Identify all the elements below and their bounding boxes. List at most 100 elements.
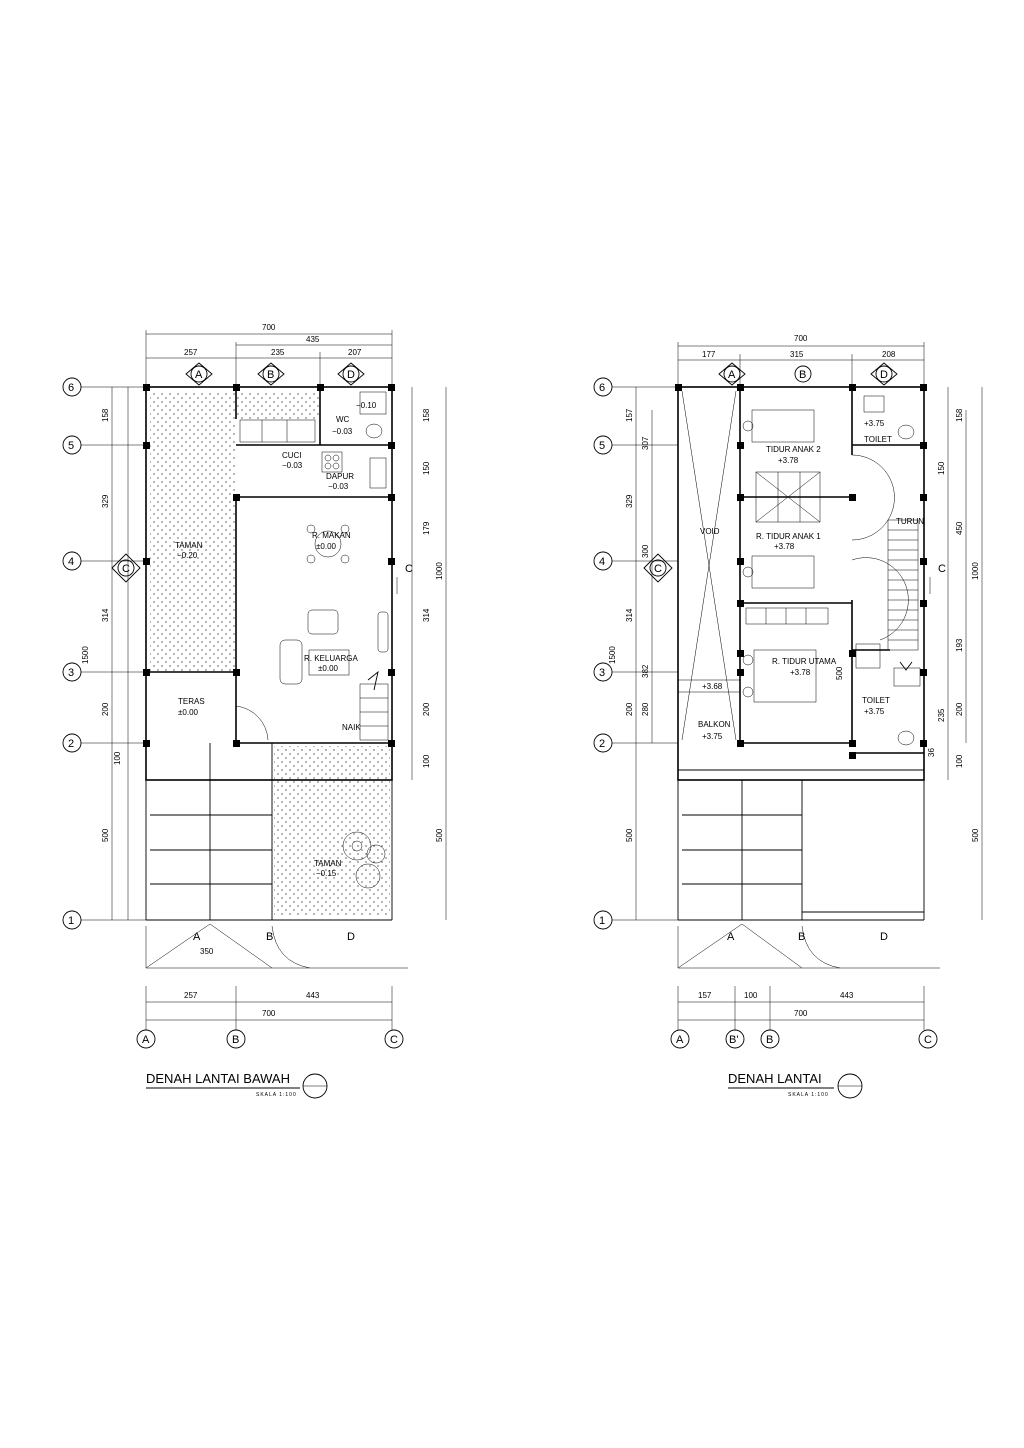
bottom-section-labels: A B D 350 <box>145 923 408 969</box>
udim-500: 500 <box>835 666 844 680</box>
furniture <box>235 391 389 889</box>
rdim-1000: 1000 <box>435 562 444 580</box>
section-markers-upper: C C <box>643 553 946 594</box>
lower-B: B <box>266 931 273 943</box>
ulower-A: A <box>727 931 735 943</box>
ulower-B: B <box>798 931 805 943</box>
ubdim-443: 443 <box>840 991 854 1000</box>
bottom-dimensions-upper: 157 100 443 700 A B' B C <box>670 986 938 1049</box>
label-teras: TERAS <box>178 697 205 706</box>
urdim-235: 235 <box>937 708 946 722</box>
bubble-upper-A: A <box>728 369 736 381</box>
urdim-100: 100 <box>955 754 964 768</box>
level-cuci: −0.03 <box>282 461 303 470</box>
uldim-300: 300 <box>641 544 650 558</box>
rdim-500: 500 <box>435 828 444 842</box>
walls-upper <box>677 386 925 921</box>
title-block-ground: DENAH LANTAI BAWAH SKALA 1:100 <box>146 1071 328 1099</box>
bubble-upper-B: B <box>799 369 806 381</box>
columns-upper <box>675 384 927 759</box>
urdim-158: 158 <box>955 408 964 422</box>
room-labels-upper: TOILET +3.75 TIDUR ANAK 2 +3.78 R. TIDUR… <box>698 419 924 741</box>
row-4: 4 <box>68 556 74 568</box>
urow-4: 4 <box>599 556 605 568</box>
dim-350: 350 <box>200 947 214 956</box>
bubble-D: D <box>347 369 355 381</box>
ucol-A: A <box>676 1034 684 1046</box>
ulevel-balkon: +3.75 <box>702 732 723 741</box>
section-markers: C C <box>111 553 413 594</box>
row-6: 6 <box>68 382 74 394</box>
usection-c-right: C <box>938 563 946 575</box>
row-2: 2 <box>68 738 74 750</box>
taman-front-hatch <box>274 746 390 916</box>
urow-1: 1 <box>599 915 605 927</box>
uldim-329: 329 <box>625 494 634 508</box>
plan-ground-floor: 700 435 257 235 207 A B D 6 5 <box>62 323 447 1099</box>
bottom-dimensions: 257 443 700 A B C <box>136 986 404 1049</box>
level-wc: −0.10 <box>356 401 377 410</box>
rdim-200: 200 <box>422 702 431 716</box>
uldim-280: 280 <box>641 702 650 716</box>
bottom-section-labels-upper: A B D <box>677 923 940 969</box>
ulabel-toilet-2: TOILET <box>862 696 890 705</box>
ldim-314: 314 <box>101 608 110 622</box>
label-taman: TAMAN <box>175 541 203 550</box>
label-naik: NAIK <box>342 723 361 732</box>
dim-seg-2: 235 <box>271 348 285 357</box>
level-teras: ±0.00 <box>178 708 199 717</box>
plan-scale: SKALA 1:100 <box>256 1092 297 1098</box>
top-dimensions: 700 435 257 235 207 <box>145 323 393 390</box>
uldim-200: 200 <box>625 702 634 716</box>
row-1: 1 <box>68 915 74 927</box>
uplan-scale: SKALA 1:100 <box>788 1092 829 1098</box>
ldim-158: 158 <box>101 408 110 422</box>
level-taman: −0.20 <box>177 551 198 560</box>
ulevel-utama: +3.78 <box>790 668 811 677</box>
urdim-36: 36 <box>927 748 936 757</box>
rdim-150: 150 <box>422 461 431 475</box>
rdim-314: 314 <box>422 608 431 622</box>
ulabel-anak-1: R. TIDUR ANAK 1 <box>756 532 821 541</box>
ulevel-anak-1: +3.78 <box>774 542 795 551</box>
row-bubbles: 6 5 4 3 2 1 <box>62 377 146 930</box>
rdim-158: 158 <box>422 408 431 422</box>
right-dimensions: 158 150 179 1000 314 200 100 500 <box>411 387 447 920</box>
ubdim-700: 700 <box>794 1009 808 1018</box>
uldim-382: 382 <box>641 664 650 678</box>
dim-upper-seg-1: 177 <box>702 350 716 359</box>
title-block-upper: DENAH LANTAI SKALA 1:100 <box>728 1071 863 1099</box>
usection-c-left: C <box>654 563 662 575</box>
urdim-500: 500 <box>971 828 980 842</box>
ulabel-balkon: BALKON <box>698 720 731 729</box>
ubdim-157: 157 <box>698 991 712 1000</box>
dim-upper-seg-2: 315 <box>790 350 804 359</box>
label-taman-front: TAMAN <box>314 859 342 868</box>
ucol-Bprime: B' <box>729 1034 738 1046</box>
lower-D: D <box>347 931 355 943</box>
uldim-307: 307 <box>641 436 650 450</box>
top-hatch <box>236 391 320 419</box>
urow-2: 2 <box>599 738 605 750</box>
row-5: 5 <box>68 440 74 452</box>
col-C: C <box>390 1034 398 1046</box>
section-c-right: C <box>405 563 413 575</box>
bdim-443: 443 <box>306 991 320 1000</box>
ldim-329: 329 <box>101 494 110 508</box>
rdim-100: 100 <box>422 754 431 768</box>
dim-partial: 435 <box>306 335 320 344</box>
ulabel-toilet-1: TOILET <box>864 435 892 444</box>
ulabel-utama: R. TIDUR UTAMA <box>772 657 837 666</box>
plan-title: DENAH LANTAI BAWAH <box>146 1071 290 1086</box>
label-keluarga: R. KELUARGA <box>304 654 358 663</box>
furniture-upper <box>742 395 921 746</box>
level-keluarga: ±0.00 <box>318 664 339 673</box>
ulabel-turun: TURUN <box>896 517 924 526</box>
dim-seg-3: 207 <box>348 348 362 357</box>
columns <box>143 384 395 747</box>
plan-upper-floor: 700 177 315 208 A B D 6 5 4 3 <box>593 334 983 1099</box>
dim-seg-1: 257 <box>184 348 198 357</box>
label-makan: R. MAKAN <box>312 531 351 540</box>
ldim-100: 100 <box>113 751 122 765</box>
level-dapur: −0.03 <box>328 482 349 491</box>
